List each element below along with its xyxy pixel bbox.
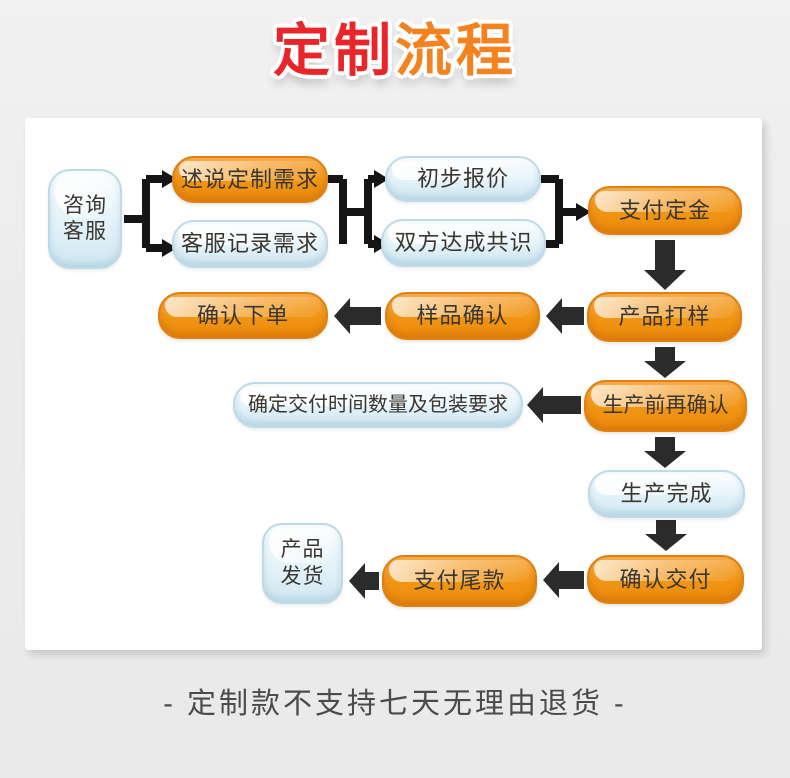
node-label: 支付定金	[618, 197, 711, 223]
node-consult-service: 咨询 客服	[48, 169, 122, 269]
title-part-red: 定制	[273, 19, 395, 83]
node-confirm-delivery: 确认交付	[587, 555, 744, 604]
node-preproduction-confirm: 生产前再确认	[584, 380, 747, 432]
node-consensus: 双方达成共识	[381, 219, 546, 267]
node-label: 产品打样	[618, 304, 711, 330]
node-sample-confirm: 样品确认	[385, 292, 540, 340]
node-confirm-order: 确认下单	[158, 292, 328, 339]
node-pay-balance: 支付尾款	[382, 555, 537, 607]
node-ship-product: 产品 发货	[262, 523, 343, 604]
node-label: 确认下单	[196, 302, 289, 328]
page-title: 定制流程	[0, 20, 790, 83]
title-part-orange: 流程	[395, 19, 517, 83]
node-delivery-requirements: 确定交付时间数量及包装要求	[233, 382, 523, 428]
node-product-sample: 产品打样	[587, 292, 742, 342]
node-label: 述说定制需求	[180, 166, 319, 192]
node-label: 确定交付时间数量及包装要求	[248, 393, 508, 416]
node-label: 确认交付	[619, 566, 712, 592]
node-state-needs: 述说定制需求	[172, 156, 328, 203]
node-label: 双方达成共识	[394, 230, 533, 256]
node-label: 初步报价	[416, 166, 509, 192]
footer-note: - 定制款不支持七天无理由退货 -	[163, 688, 627, 720]
node-record-needs: 客服记录需求	[172, 220, 328, 268]
node-initial-quote: 初步报价	[385, 156, 541, 202]
node-label: 咨询 客服	[63, 193, 107, 243]
node-label: 生产完成	[620, 481, 713, 507]
node-label: 生产前再确认	[602, 393, 729, 417]
node-label: 产品 发货	[280, 538, 325, 588]
node-label: 支付尾款	[413, 568, 506, 594]
node-production-done: 生产完成	[588, 470, 745, 518]
node-label: 客服记录需求	[180, 231, 319, 257]
node-label: 样品确认	[416, 303, 509, 329]
node-pay-deposit: 支付定金	[588, 186, 742, 235]
